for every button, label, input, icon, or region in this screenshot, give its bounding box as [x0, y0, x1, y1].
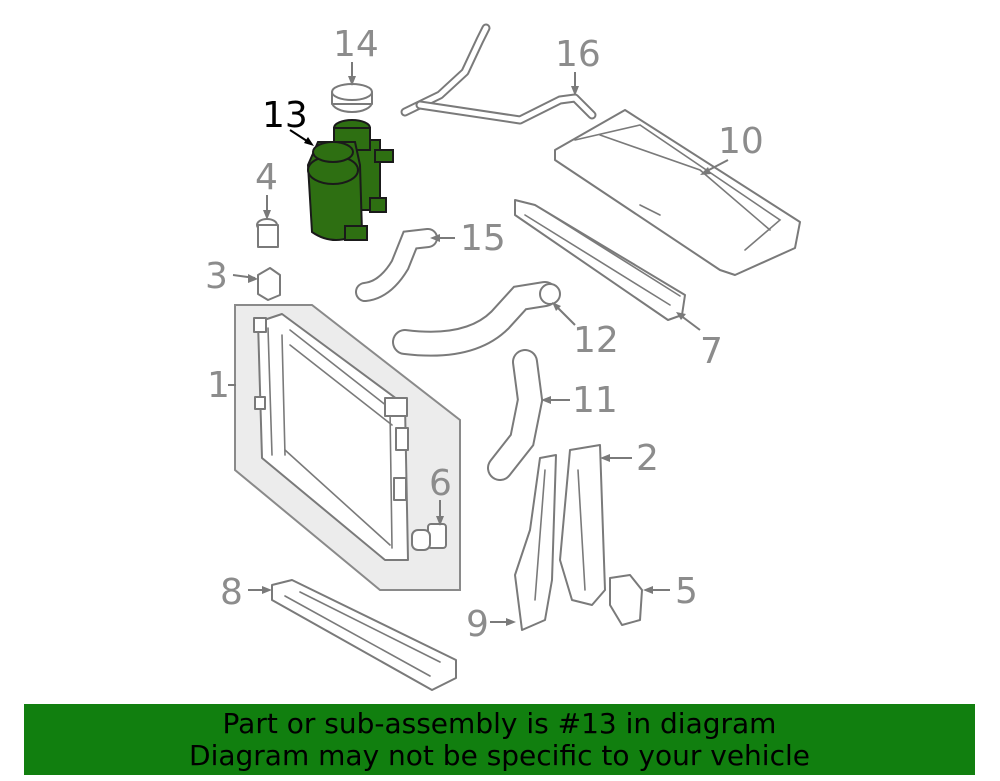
banner-line-1: Part or sub-assembly is #13 in diagram — [222, 707, 777, 740]
callout-14: 14 — [333, 24, 379, 65]
callout-12: 12 — [573, 320, 619, 361]
banner-line-2: Diagram may not be specific to your vehi… — [189, 739, 810, 772]
callout-9: 9 — [466, 604, 489, 645]
callout-3: 3 — [205, 256, 228, 297]
callout-4: 4 — [255, 157, 278, 198]
plug-6[interactable] — [411, 523, 447, 551]
callout-15: 15 — [460, 218, 506, 259]
parts-diagram: 1 2 3 4 5 6 7 8 9 10 11 12 13 14 15 16 — [205, 23, 801, 691]
leader-lines — [228, 62, 729, 626]
nut-3[interactable] — [257, 267, 281, 301]
notice-banner: Part or sub-assembly is #13 in diagram D… — [24, 704, 975, 775]
callout-1: 1 — [207, 365, 230, 406]
callout-6: 6 — [429, 463, 452, 504]
callout-11: 11 — [572, 380, 618, 421]
hose-16[interactable] — [400, 23, 597, 125]
hose-15[interactable] — [355, 228, 438, 302]
coolant-reservoir[interactable] — [306, 119, 394, 241]
callout-13: 13 — [262, 95, 308, 136]
callout-16: 16 — [555, 34, 601, 75]
bracket-9[interactable] — [514, 454, 557, 631]
bolt-4[interactable] — [256, 218, 279, 248]
hose-12[interactable] — [392, 281, 561, 357]
reservoir-cap[interactable] — [331, 83, 373, 113]
connector-5[interactable] — [609, 574, 643, 626]
radiator-assembly[interactable] — [234, 304, 461, 591]
callout-2: 2 — [636, 438, 659, 479]
bracket-2[interactable] — [559, 444, 606, 606]
hose-11[interactable] — [487, 349, 544, 481]
callout-5: 5 — [675, 571, 698, 612]
lower-deflector[interactable] — [271, 579, 457, 691]
cowl-panel[interactable] — [554, 109, 801, 276]
callout-7: 7 — [700, 331, 723, 372]
callout-10: 10 — [718, 121, 764, 162]
callout-8: 8 — [220, 572, 243, 613]
